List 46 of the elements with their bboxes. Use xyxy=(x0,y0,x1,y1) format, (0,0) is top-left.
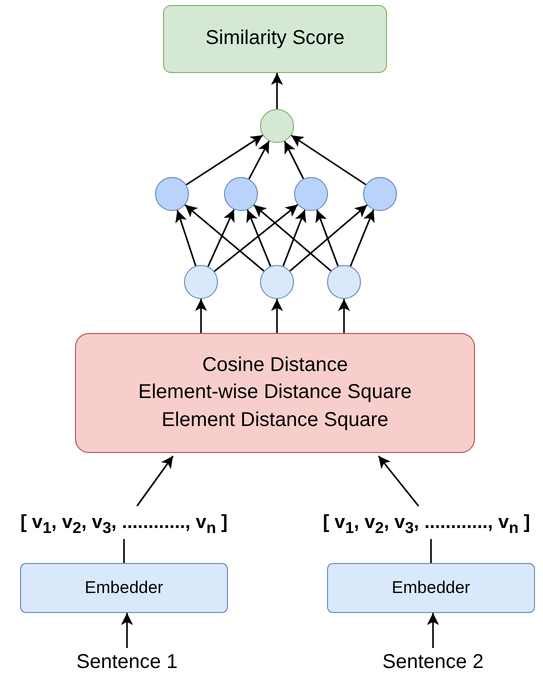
arrow xyxy=(271,299,283,333)
sentence-label: Sentence 2 xyxy=(363,648,503,676)
arrow xyxy=(427,613,439,648)
arrow xyxy=(175,210,196,266)
arrow xyxy=(284,140,304,180)
input-neuron-circle xyxy=(184,265,218,299)
connector-line xyxy=(430,539,432,563)
arrow xyxy=(282,210,306,266)
input-neuron-circle xyxy=(260,265,294,299)
result-box xyxy=(163,5,387,73)
arrow xyxy=(316,210,339,266)
arrow xyxy=(184,204,264,272)
embedder-box xyxy=(20,563,228,613)
sentence-label: Sentence 1 xyxy=(57,648,197,676)
arrow xyxy=(289,204,368,272)
embedder-box xyxy=(327,563,535,613)
arrow xyxy=(186,134,264,186)
arrow xyxy=(248,140,270,180)
arrow xyxy=(338,299,350,333)
hidden-neuron-circle xyxy=(294,177,328,211)
arrow xyxy=(246,209,272,267)
arrow xyxy=(350,209,375,267)
hidden-neuron-circle xyxy=(363,177,397,211)
arrow xyxy=(121,613,133,648)
distance-box xyxy=(75,333,475,453)
arrow xyxy=(214,204,298,272)
input-neuron-circle xyxy=(327,265,361,299)
box-label: Similarity Score xyxy=(206,26,344,52)
arrow xyxy=(271,73,283,109)
arrow xyxy=(136,456,174,506)
arrow xyxy=(378,456,420,506)
distance-label: Element Distance Square xyxy=(162,408,388,433)
hidden-neuron-circle xyxy=(155,177,189,211)
box-label: Embedder xyxy=(84,577,164,600)
arrow xyxy=(253,204,332,272)
box-label: Embedder xyxy=(392,577,470,600)
arrow xyxy=(207,209,235,267)
hidden-neuron-circle xyxy=(224,177,258,211)
connector-line xyxy=(123,539,125,563)
arrow xyxy=(290,134,366,186)
distance-label: Element-wise Distance Square xyxy=(138,380,412,406)
vector-text: [ v$_{1}$, v$_{2}$, v$_{3}$, ............, v$_{n}$ ] xyxy=(4,507,244,539)
output-neuron-circle xyxy=(260,109,294,143)
vector-text: [ v$_{1}$, v$_{2}$, v$_{3}$, ............, v$_{n}$ ] xyxy=(310,507,543,539)
arrow xyxy=(195,299,207,333)
distance-label: Cosine Distance xyxy=(202,352,348,378)
